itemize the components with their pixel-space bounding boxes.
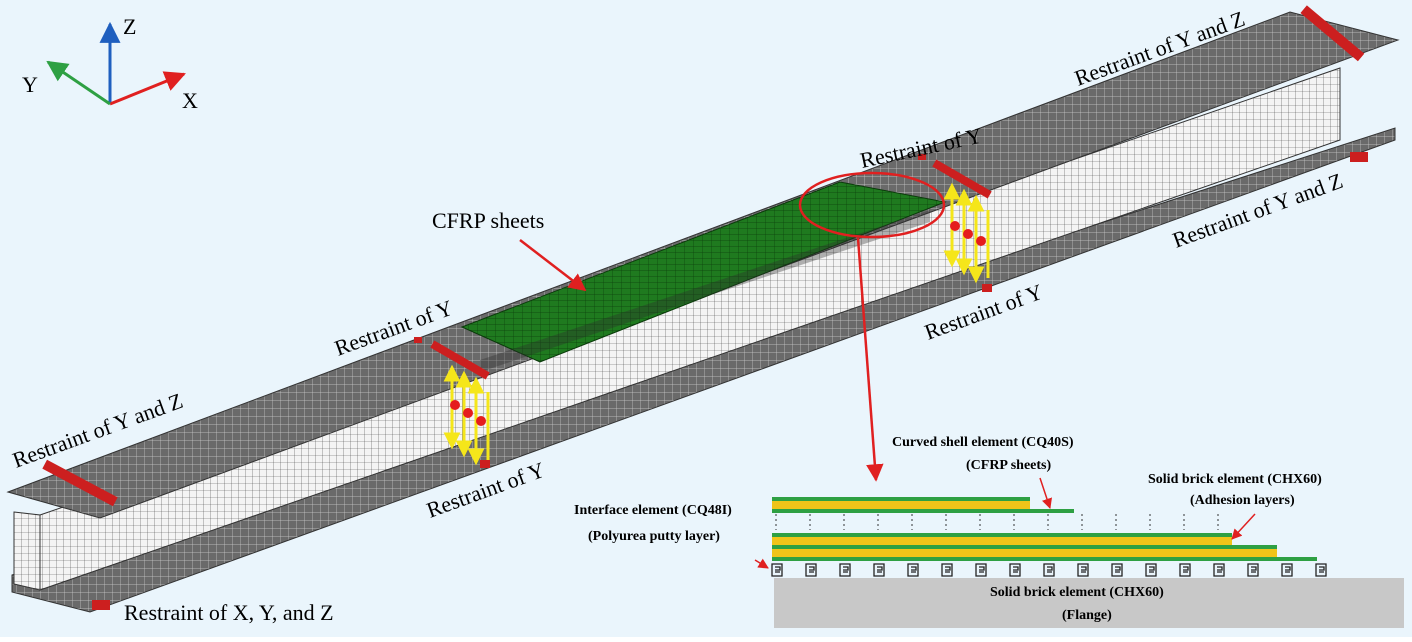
leader-interface xyxy=(754,558,769,569)
restraint-right-top xyxy=(1300,5,1365,62)
label-solid-brick-top: Solid brick element (CHX60) xyxy=(1148,472,1322,487)
axis-x-arrow xyxy=(109,71,186,106)
axis-y-arrow xyxy=(46,60,111,106)
restraint-inner-left-top xyxy=(414,337,422,343)
cfrp-layer-upper-1 xyxy=(772,497,1030,501)
detail-callout-ellipse xyxy=(798,171,946,239)
interface-springs xyxy=(771,563,1327,577)
cfrp-layer-upper-2 xyxy=(772,509,1074,513)
restraint-inner-left xyxy=(430,340,490,380)
load-points-left xyxy=(443,364,490,466)
label-solid-brick-bottom: Solid brick element (CHX60) xyxy=(990,585,1164,600)
axis-y-label: Y xyxy=(22,72,38,97)
load-points-right xyxy=(943,182,990,284)
leader-adhesion xyxy=(1231,513,1256,540)
restraints xyxy=(42,5,1368,610)
bottom-flange xyxy=(11,127,1396,613)
label-interface-sub: (Polyurea putty layer) xyxy=(588,529,720,544)
restraint-inner-right-bottom xyxy=(982,284,992,292)
axis-z-label: Z xyxy=(123,14,136,39)
axis-triad: Z X Y xyxy=(22,14,198,113)
label-curved-shell-sub: (CFRP sheets) xyxy=(966,458,1051,473)
axis-x-label: X xyxy=(182,88,198,113)
layer-detail-inset: Curved shell element (CQ40S) (CFRP sheet… xyxy=(574,435,1404,628)
restraint-left-top xyxy=(42,459,118,507)
i-beam-mesh xyxy=(6,11,1400,613)
label-cfrp-sheets: CFRP sheets xyxy=(432,208,544,233)
restraint-right-bottom xyxy=(1350,152,1368,162)
cfrp-pointer-arrow xyxy=(519,239,587,292)
cfrp-sheets xyxy=(460,181,947,363)
label-solid-brick-top-sub: (Adhesion layers) xyxy=(1190,493,1295,508)
cfrp-layer-lower-1 xyxy=(772,533,1232,537)
web-end-left xyxy=(13,511,41,591)
label-solid-brick-bottom-sub: (Flange) xyxy=(1062,608,1112,623)
restraint-inner-right-top xyxy=(918,154,926,160)
adhesion-layer-lower-2 xyxy=(772,549,1277,557)
label-curved-shell: Curved shell element (CQ40S) xyxy=(892,435,1074,450)
adhesion-layer-lower-1 xyxy=(772,537,1232,545)
cfrp-layer-lower-2 xyxy=(772,545,1277,549)
cfrp-web-strip xyxy=(480,210,930,372)
adhesion-layer-upper xyxy=(772,501,1030,509)
flange-block xyxy=(774,578,1404,628)
leader-curved-shell xyxy=(1039,477,1052,509)
restraint-left-bottom xyxy=(92,600,110,610)
restraint-inner-right xyxy=(932,159,992,199)
label-restraint-xyz: Restraint of X, Y, and Z xyxy=(124,600,334,625)
detail-pointer-arrow xyxy=(856,237,884,482)
cfrp-layer-lower-3 xyxy=(772,557,1317,561)
label-interface: Interface element (CQ48I) xyxy=(574,503,732,518)
restraint-inner-left-bottom xyxy=(480,460,490,468)
